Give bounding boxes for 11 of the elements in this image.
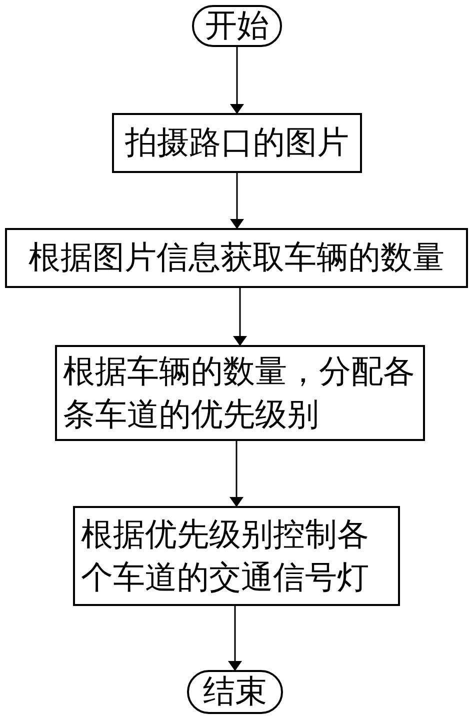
terminal-box: 结束 [187,670,283,714]
arrow [230,173,244,229]
arrow [230,441,244,507]
process-box: 根据图片信息获取车辆的数量 [5,228,468,288]
arrow [230,47,244,114]
arrow [233,288,247,346]
arrow [228,606,242,671]
process-box: 根据优先级别控制各个车道的交通信号灯 [73,506,400,606]
process-box: 拍摄路口的图片 [112,113,362,173]
process-box: 根据车辆的数量，分配各条车道的优先级别 [55,345,425,441]
terminal-box: 开始 [192,5,282,47]
